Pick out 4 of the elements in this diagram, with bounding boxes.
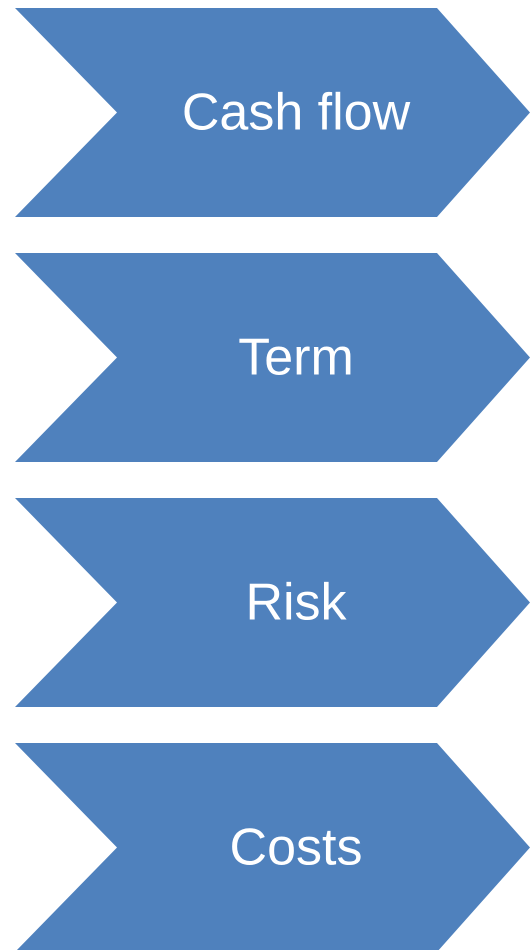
chevron-label: Cash flow xyxy=(180,84,412,142)
chevron-label: Risk xyxy=(244,574,348,632)
chevron-label: Term xyxy=(237,328,355,386)
chevron-label: Costs xyxy=(228,818,364,876)
